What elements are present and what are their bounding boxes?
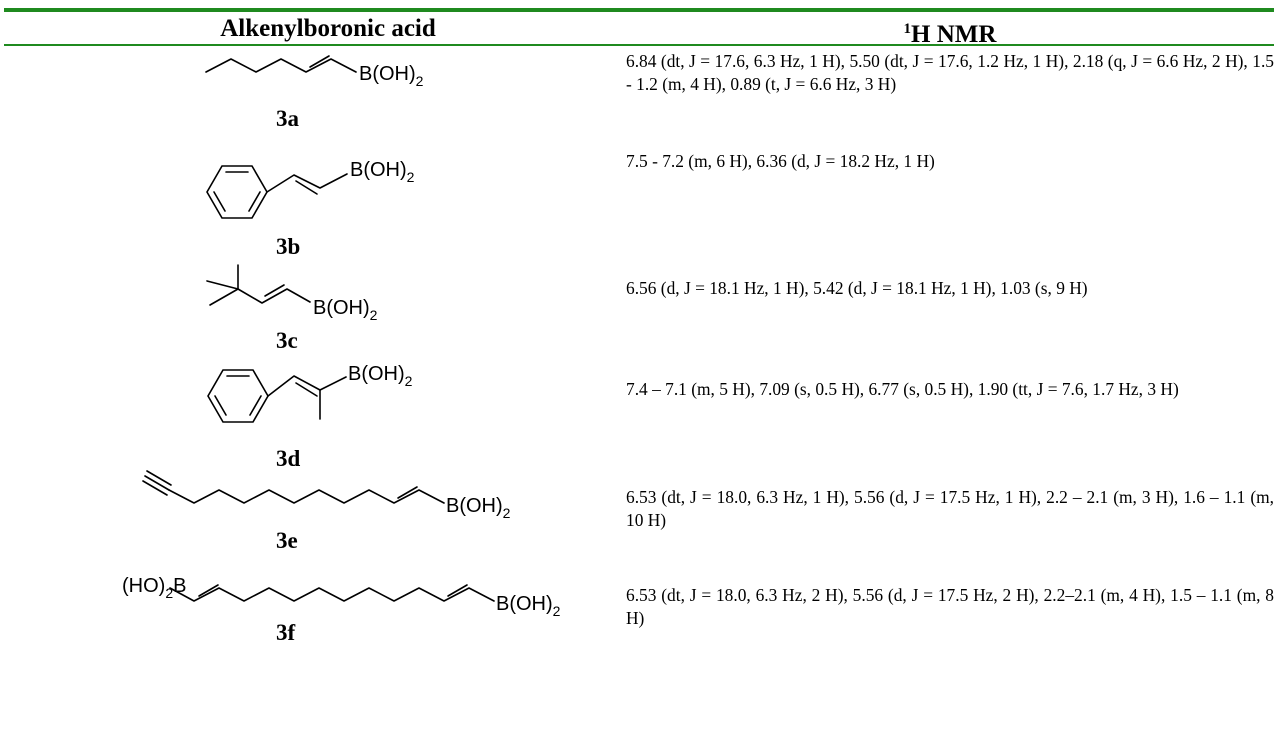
nmr-data: 6.53 (dt, J = 18.0, 6.3 Hz, 2 H), 5.56 (… — [626, 585, 1274, 628]
boronic-acid-group: B(OH)2 — [348, 363, 413, 389]
structure-3d: B(OH)2 3d — [4, 346, 624, 471]
boronic-acid-group-right: B(OH)2 — [496, 593, 561, 619]
column-header-alkenylboronic-acid: Alkenylboronic acid — [220, 15, 436, 42]
compound-label: 3f — [276, 620, 296, 645]
superscript-1: 1 — [903, 21, 912, 37]
nmr-data: 7.5 - 7.2 (m, 6 H), 6.36 (d, J = 18.2 Hz… — [626, 151, 935, 171]
column-header-h-nmr: 1H NMR — [626, 14, 1274, 50]
structure-3e: B(OH)2 3e — [4, 468, 624, 558]
nmr-data: 7.4 – 7.1 (m, 5 H), 7.09 (s, 0.5 H), 6.7… — [626, 379, 1179, 399]
structure-3e-drawing: B(OH)2 — [142, 470, 511, 521]
nmr-data: 6.53 (dt, J = 18.0, 6.3 Hz, 1 H), 5.56 (… — [626, 487, 1274, 530]
boronic-acid-group: B(OH)2 — [359, 63, 424, 89]
table-row: B(OH)2 3a 6.84 (dt, J = 17.6, 6.3 Hz, 1 … — [4, 50, 1274, 150]
structure-3c-drawing: B(OH)2 — [206, 264, 378, 323]
nmr-data: 6.56 (d, J = 18.1 Hz, 1 H), 5.42 (d, J =… — [626, 278, 1088, 298]
structure-3b-drawing: B(OH)2 — [206, 159, 415, 219]
boronic-acid-group: B(OH)2 — [446, 495, 511, 521]
compound-label: 3d — [276, 446, 301, 471]
table-row: B(OH)2 3d 7.4 – 7.1 (m, 5 H), 7.09 (s, 0… — [4, 346, 1274, 471]
column-header-h-nmr-text: H NMR — [911, 21, 997, 48]
table-row: B(OH)2 3e 6.53 (dt, J = 18.0, 6.3 Hz, 1 … — [4, 468, 1274, 558]
structure-3f: (HO)2B B(OH)2 3f — [4, 556, 624, 656]
compound-label: 3a — [276, 106, 299, 131]
boronic-acid-group: B(OH)2 — [350, 159, 415, 185]
compound-label: 3c — [276, 328, 298, 353]
boronic-acid-group-left: (HO)2B — [122, 575, 186, 601]
nmr-data: 6.84 (dt, J = 17.6, 6.3 Hz, 1 H), 5.50 (… — [626, 51, 1274, 94]
structure-3f-drawing: (HO)2B B(OH)2 — [122, 575, 561, 619]
compound-label: 3b — [276, 234, 301, 259]
structure-3b: B(OH)2 3b — [4, 148, 624, 259]
structure-3d-drawing: B(OH)2 — [207, 363, 413, 423]
structure-3c: B(OH)2 3c — [4, 256, 624, 356]
table-row: B(OH)2 3c 6.56 (d, J = 18.1 Hz, 1 H), 5.… — [4, 256, 1274, 356]
compound-label: 3e — [276, 528, 298, 553]
boronic-acid-group: B(OH)2 — [313, 297, 378, 323]
table-row: B(OH)2 3b 7.5 - 7.2 (m, 6 H), 6.36 (d, J… — [4, 148, 1274, 259]
table-top-rule — [4, 8, 1274, 12]
table-header-rule — [4, 44, 1274, 46]
structure-3a: B(OH)2 3a — [4, 50, 624, 150]
table-row: (HO)2B B(OH)2 3f 6.53 (dt, J = 18.0, 6.3… — [4, 556, 1274, 656]
structure-3a-drawing: B(OH)2 — [205, 55, 424, 89]
